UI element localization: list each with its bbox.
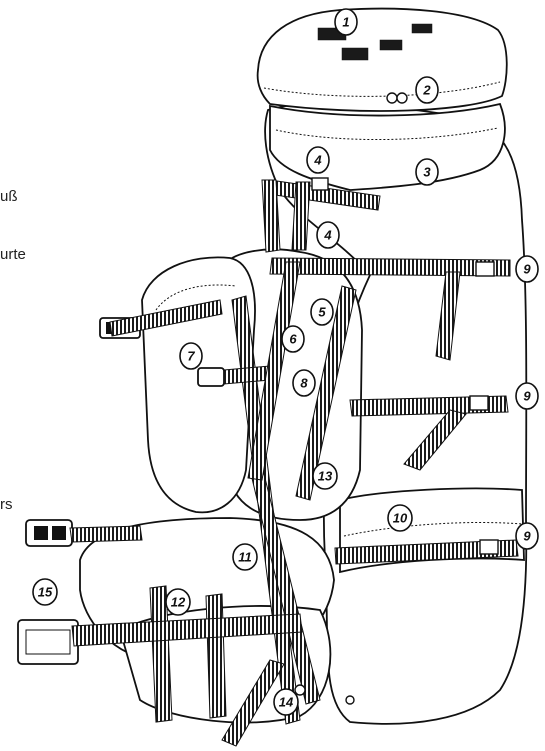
callout-12: 12	[166, 589, 190, 615]
svg-text:4: 4	[323, 228, 332, 243]
ladder-lock	[476, 262, 494, 276]
callout-9a: 9	[516, 256, 538, 282]
svg-text:4: 4	[313, 153, 322, 168]
buckle-left	[26, 520, 72, 546]
lid-patch	[380, 40, 402, 50]
svg-text:3: 3	[423, 165, 431, 180]
svg-text:9: 9	[523, 262, 531, 277]
callout-5: 5	[311, 299, 333, 325]
toggle	[295, 685, 305, 695]
lash-ring	[397, 93, 407, 103]
lid-patch	[412, 24, 432, 33]
callout-4a: 4	[307, 147, 329, 173]
buckle-7	[198, 368, 224, 386]
callout-14: 14	[274, 689, 298, 715]
svg-text:9: 9	[523, 389, 531, 404]
callout-1: 1	[335, 9, 357, 35]
callout-8: 8	[293, 370, 315, 396]
svg-text:1: 1	[342, 15, 349, 30]
svg-text:5: 5	[318, 305, 326, 320]
hip-webbing-left	[70, 526, 142, 542]
callout-9b: 9	[516, 383, 538, 409]
svg-text:8: 8	[300, 376, 308, 391]
callout-15: 15	[33, 579, 57, 605]
svg-text:12: 12	[171, 595, 186, 610]
callout-7: 7	[180, 343, 202, 369]
svg-text:10: 10	[393, 511, 408, 526]
callout-3: 3	[416, 159, 438, 185]
rivet	[346, 696, 354, 704]
ladder-lock	[312, 178, 328, 190]
callout-13: 13	[313, 463, 337, 489]
svg-text:14: 14	[279, 695, 294, 710]
hip-strap-12b	[206, 594, 226, 718]
ladder-lock	[480, 540, 498, 554]
svg-text:13: 13	[318, 469, 333, 484]
buckle-lower	[18, 620, 78, 664]
callout-4b: 4	[317, 222, 339, 248]
lid-patch	[342, 48, 368, 60]
callout-9c: 9	[516, 523, 538, 549]
strap-upper-1	[270, 258, 510, 276]
svg-text:15: 15	[38, 585, 53, 600]
svg-text:6: 6	[289, 332, 297, 347]
lash-ring	[387, 93, 397, 103]
top-lid	[258, 9, 507, 111]
svg-text:2: 2	[422, 83, 431, 98]
callout-11: 11	[233, 544, 257, 570]
svg-text:7: 7	[187, 349, 195, 364]
callout-6: 6	[282, 326, 304, 352]
ladder-lock	[470, 396, 488, 410]
svg-text:11: 11	[238, 550, 252, 565]
svg-text:9: 9	[523, 529, 531, 544]
callout-2: 2	[416, 77, 438, 103]
callout-10: 10	[388, 505, 412, 531]
